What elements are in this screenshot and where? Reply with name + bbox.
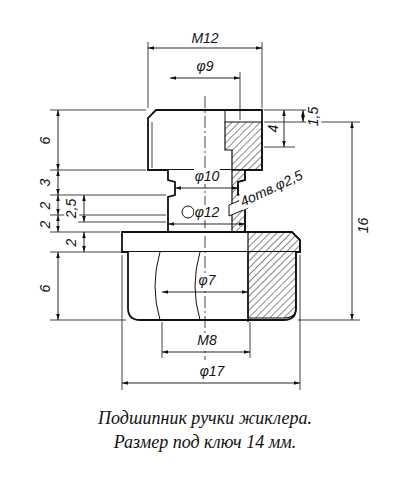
dimension-label: 3 — [38, 177, 53, 187]
dimension-label: 2,5 — [65, 197, 80, 218]
dimension-label: 4 — [266, 123, 281, 133]
dimension-label: φ7 — [198, 273, 217, 288]
center-line — [205, 96, 206, 360]
dimension-label: 16 — [356, 216, 371, 234]
dimension-label: 2 — [38, 219, 53, 229]
dimension-label: 6 — [38, 135, 53, 145]
dimension-label: 4отв.φ2,5 — [238, 167, 307, 210]
extension-lines — [50, 42, 360, 390]
dimension-label: 2 — [64, 237, 79, 247]
dimension-lines — [58, 48, 352, 383]
dimension-label: 2 — [38, 200, 53, 210]
dimension-label: 1,5 — [307, 105, 322, 126]
dimension-label: φ10 — [194, 169, 221, 184]
dimension-label: φ9 — [196, 59, 215, 74]
dimension-label: φ17 — [199, 364, 226, 379]
dimension-label: 6 — [38, 283, 53, 293]
holes — [182, 110, 248, 322]
section-hatching — [225, 122, 300, 318]
dimension-label: M12 — [190, 31, 219, 46]
dimension-label: φ12 — [194, 205, 221, 220]
dimension-label: M8 — [196, 333, 217, 348]
figure-caption: Подшипник ручки жиклера. Размер под ключ… — [75, 406, 335, 454]
